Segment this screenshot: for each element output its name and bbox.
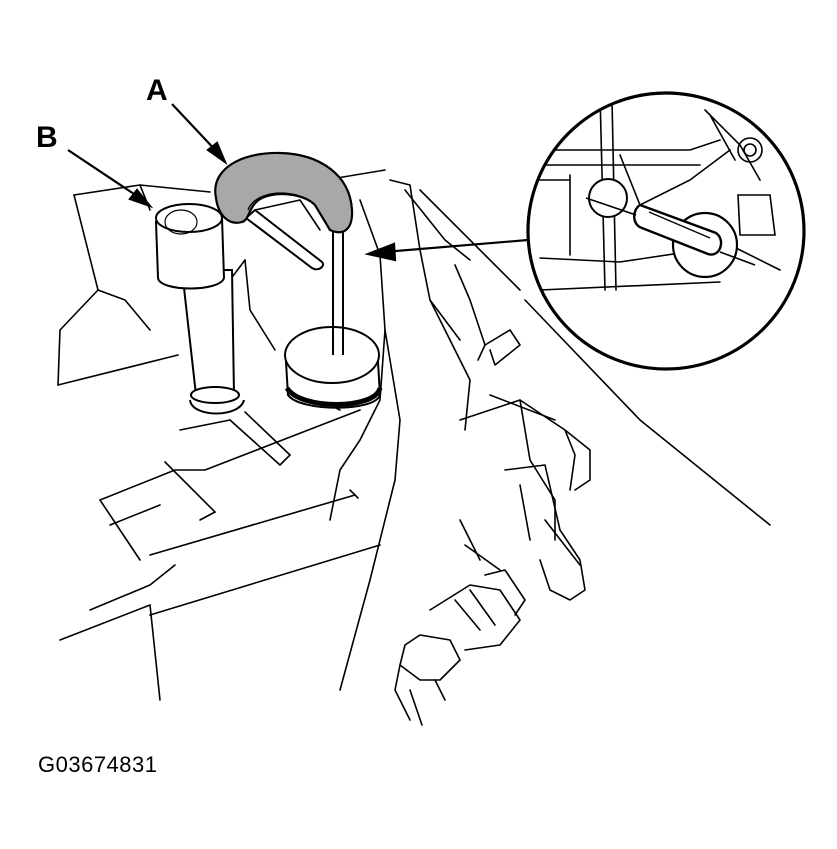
figure-id: G03674831 bbox=[38, 752, 158, 777]
detail-inset bbox=[526, 91, 806, 371]
special-tool bbox=[214, 151, 354, 355]
callout-label-b: B bbox=[36, 121, 58, 154]
transmission-housing bbox=[57, 169, 771, 726]
dipstick-tube bbox=[154, 203, 245, 415]
callout-leaders bbox=[67, 103, 529, 262]
callout-label-a: A bbox=[146, 74, 168, 107]
